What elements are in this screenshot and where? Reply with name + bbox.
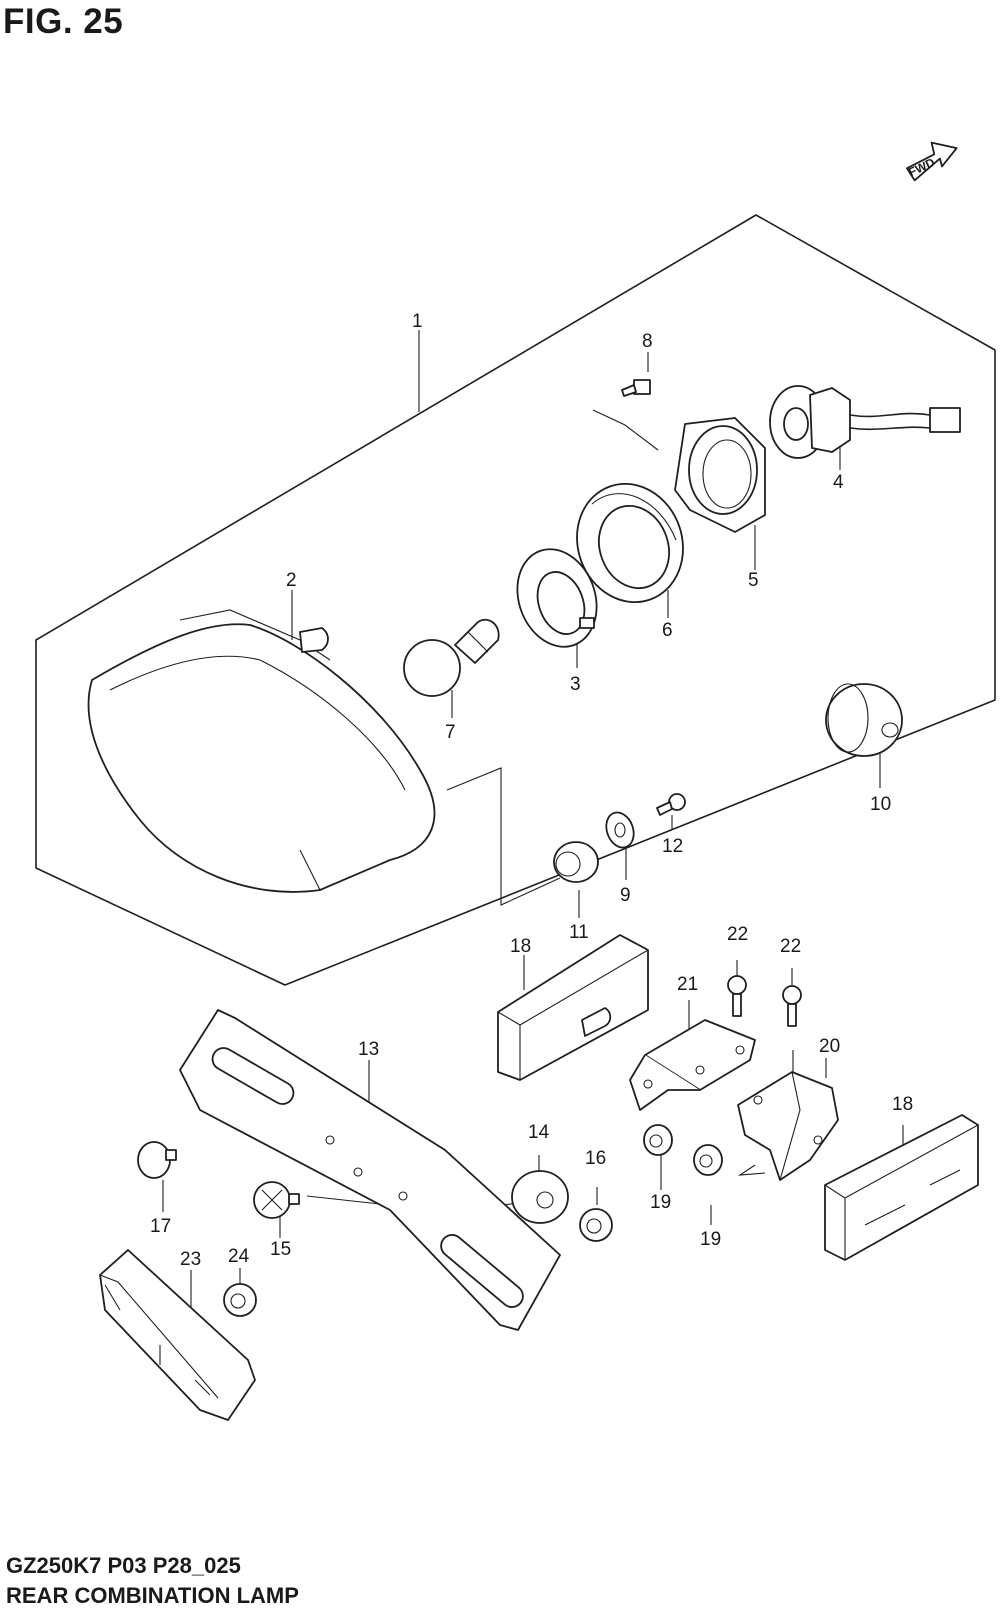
callout-3: 3	[570, 674, 581, 695]
callout-18-right: 18	[892, 1094, 913, 1115]
part-18-reflector-right	[824, 1114, 979, 1261]
part-17-plug	[137, 1141, 177, 1179]
part-7-bulb	[403, 618, 500, 697]
fwd-label: FWD	[906, 155, 937, 179]
callout-18-left: 18	[510, 936, 531, 957]
part-24-nut	[223, 1283, 257, 1317]
callout-2: 2	[286, 570, 297, 591]
assembly-outline	[35, 214, 996, 986]
figure-code: GZ250K7 P03 P28_025	[6, 1553, 241, 1578]
part-9-washer	[605, 811, 635, 849]
part-20-bracket	[737, 1071, 839, 1181]
forward-arrow-icon: FWD	[906, 141, 958, 182]
part-14-cushion-disc	[511, 1170, 569, 1224]
part-5-gasket	[674, 417, 766, 533]
callout-13: 13	[358, 1039, 379, 1060]
callout-15: 15	[270, 1239, 291, 1260]
callout-19-upper: 19	[650, 1192, 671, 1213]
part-16-nut	[579, 1208, 613, 1242]
callout-14: 14	[528, 1122, 550, 1143]
figure-title: FIG. 25	[3, 2, 124, 41]
callout-6: 6	[662, 620, 673, 641]
part-10-grommet	[825, 683, 903, 757]
figure-name: REAR COMBINATION LAMP	[6, 1583, 299, 1608]
callout-1: 1	[412, 311, 423, 332]
part-13-plate-bracket	[179, 1009, 561, 1331]
callout-22-left: 22	[727, 924, 748, 945]
part-21-bracket	[629, 1019, 756, 1111]
callout-20: 20	[819, 1036, 840, 1057]
part-11-cushion	[553, 841, 599, 883]
part-22-screw-left	[727, 975, 747, 1017]
callout-10: 10	[870, 794, 891, 815]
part-23-reflex-reflector	[99, 1249, 256, 1421]
part-22-screw-right	[782, 985, 802, 1027]
part-6-ring-nut	[576, 482, 684, 604]
callout-21: 21	[677, 974, 698, 995]
callout-4: 4	[833, 472, 844, 493]
part-19-nut-upper	[643, 1124, 673, 1156]
callout-5: 5	[748, 570, 759, 591]
part-12-screw	[656, 793, 686, 816]
part-2-lens	[87, 609, 436, 893]
callout-8: 8	[642, 331, 653, 352]
part-4-socket	[769, 385, 961, 459]
part-19-nut-lower	[693, 1144, 723, 1176]
callout-7: 7	[445, 722, 456, 743]
callout-9: 9	[620, 885, 631, 906]
part-8-screw	[621, 379, 651, 397]
part-3-reflector-ring	[516, 548, 598, 648]
callout-23: 23	[180, 1249, 201, 1270]
part-15-screw	[253, 1181, 300, 1219]
callout-24: 24	[228, 1246, 250, 1267]
callout-11: 11	[569, 922, 589, 943]
callout-16: 16	[585, 1148, 606, 1169]
callout-17: 17	[150, 1216, 171, 1237]
callout-19-lower: 19	[700, 1229, 721, 1250]
callout-22-right: 22	[780, 936, 801, 957]
callout-12: 12	[662, 836, 683, 857]
part-18-reflector-left	[497, 934, 649, 1081]
